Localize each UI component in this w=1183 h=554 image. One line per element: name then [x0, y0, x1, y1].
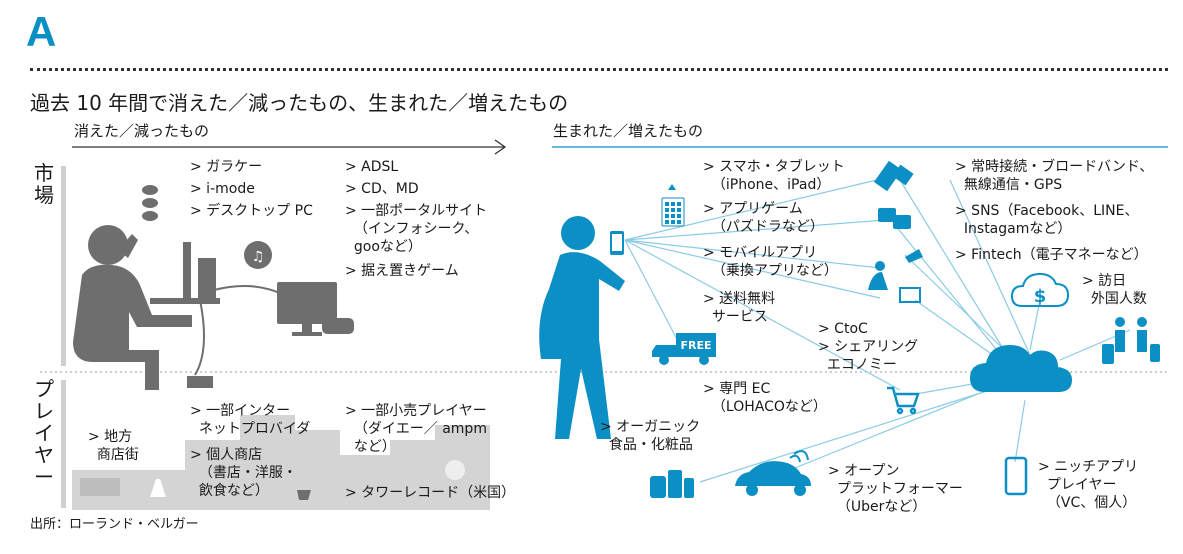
born-header: 生まれた／増えたもの	[553, 122, 704, 140]
lost-item-desktop-pc: > デスクトップ PC	[190, 203, 313, 219]
seated-person-icon	[73, 225, 192, 390]
desk-icon	[150, 242, 220, 304]
city-silhouette	[72, 415, 490, 510]
cd-music-icon	[244, 241, 272, 269]
market-row-bar	[61, 166, 66, 366]
truck-icon	[652, 333, 716, 365]
svg-text:♫: ♫	[252, 249, 265, 265]
page-title: 過去 10 年間で消えた／減ったもの、生まれた／増えたもの	[30, 91, 569, 115]
cable-line-2	[194, 299, 205, 376]
born-item-app-games: > アプリゲーム （パズドラなど）	[703, 201, 824, 235]
born-item-mobile-apps: > モバイルアプリ （乗換アプリなど）	[703, 245, 838, 279]
monitor-icon	[277, 282, 337, 336]
born-item-ctoc: > CtoC	[818, 321, 868, 337]
cable-line	[213, 285, 285, 296]
package-icon	[899, 287, 921, 303]
player-row-bar	[61, 380, 66, 508]
born-item-niche-apps: > ニッチアプリ プレイヤー （VC、個人）	[1038, 459, 1139, 511]
lost-item-local-shops: > 地方 商店街	[88, 429, 139, 463]
router-icon	[187, 376, 213, 388]
born-item-specialist-ec: > 専門 EC （LOHACOなど）	[703, 381, 827, 415]
cat-icon	[668, 184, 676, 190]
lost-header: 消えた／減ったもの	[74, 122, 210, 140]
dress-icon	[150, 479, 166, 497]
lost-item-isp: > 一部インター ネットプロバイダ	[190, 403, 311, 437]
dotted-divider	[30, 68, 1168, 71]
cloud-icon	[970, 345, 1072, 392]
lost-item-retailers: > 一部小売プレイヤー （ダイエー／ ampm など）	[345, 403, 487, 455]
heading-letter: A	[26, 8, 57, 55]
lost-item-portal: > 一部ポータルサイト （インフォシーク、 gooなど）	[345, 203, 488, 255]
cart-small-icon	[297, 490, 311, 500]
lost-item-adsl: > ADSL	[345, 159, 399, 175]
megaphone-icon	[905, 249, 923, 263]
travelers-icon	[1102, 317, 1160, 364]
row-label-market: 市場	[34, 161, 54, 207]
record-icon	[445, 460, 465, 480]
shop-awning	[80, 478, 120, 496]
born-item-sharing: > シェアリング エコノミー	[818, 339, 919, 373]
standing-person-icon	[539, 216, 625, 439]
smartphone-icon	[1004, 456, 1028, 496]
born-item-sns: > SNS（Facebook、LINE、 Instagamなど）	[955, 203, 1139, 237]
car-icon	[735, 461, 811, 496]
lost-item-garakei: > ガラケー	[190, 159, 263, 175]
born-item-inbound-visitors: > 訪日 外国人数	[1082, 273, 1147, 307]
lost-item-private-stores: > 個人商店 （書店・洋服・ 飲食など）	[190, 447, 297, 499]
chat-bubble-icon	[878, 208, 911, 229]
lost-item-imode: > i-mode	[190, 181, 255, 197]
shopping-cart-icon	[887, 386, 920, 415]
born-item-free-shipping: > 送料無料 サービス	[703, 291, 776, 325]
lost-item-cd-md: > CD、MD	[345, 181, 419, 197]
born-item-smartphone: > スマホ・タブレット （iPhone、iPad）	[703, 159, 845, 193]
lost-item-console-game: > 据え置きゲーム	[345, 263, 459, 279]
source-note: 出所：ローランド・ベルガー	[30, 517, 199, 532]
satellite-icon	[873, 160, 914, 192]
game-controller-icon	[322, 318, 354, 334]
money-cloud-icon	[1010, 272, 1070, 307]
signal-icon	[789, 450, 809, 463]
organic-bottles-icon	[650, 470, 694, 498]
connector-lines	[624, 177, 1131, 483]
tablet-grid-icon	[661, 197, 685, 227]
row-label-player: プレイヤー	[34, 377, 54, 489]
born-item-fintech: > Fintech（電子マネーなど）	[955, 247, 1148, 263]
handshake-icon	[868, 261, 888, 290]
svg-text:$: $	[1034, 286, 1047, 307]
born-item-broadband: > 常時接続・ブロードバンド、 無線通信・GPS	[955, 159, 1154, 193]
born-item-organic: > オーガニック 食品・化粧品	[600, 419, 701, 453]
truck-label: FREE	[680, 339, 711, 352]
wireless-icon	[142, 185, 158, 221]
lost-item-tower-records: > タワーレコード（米国）	[345, 485, 516, 501]
born-item-open-platform: > オープン プラットフォーマー （Uberなど）	[828, 463, 963, 515]
lost-arrow-head	[494, 139, 507, 155]
